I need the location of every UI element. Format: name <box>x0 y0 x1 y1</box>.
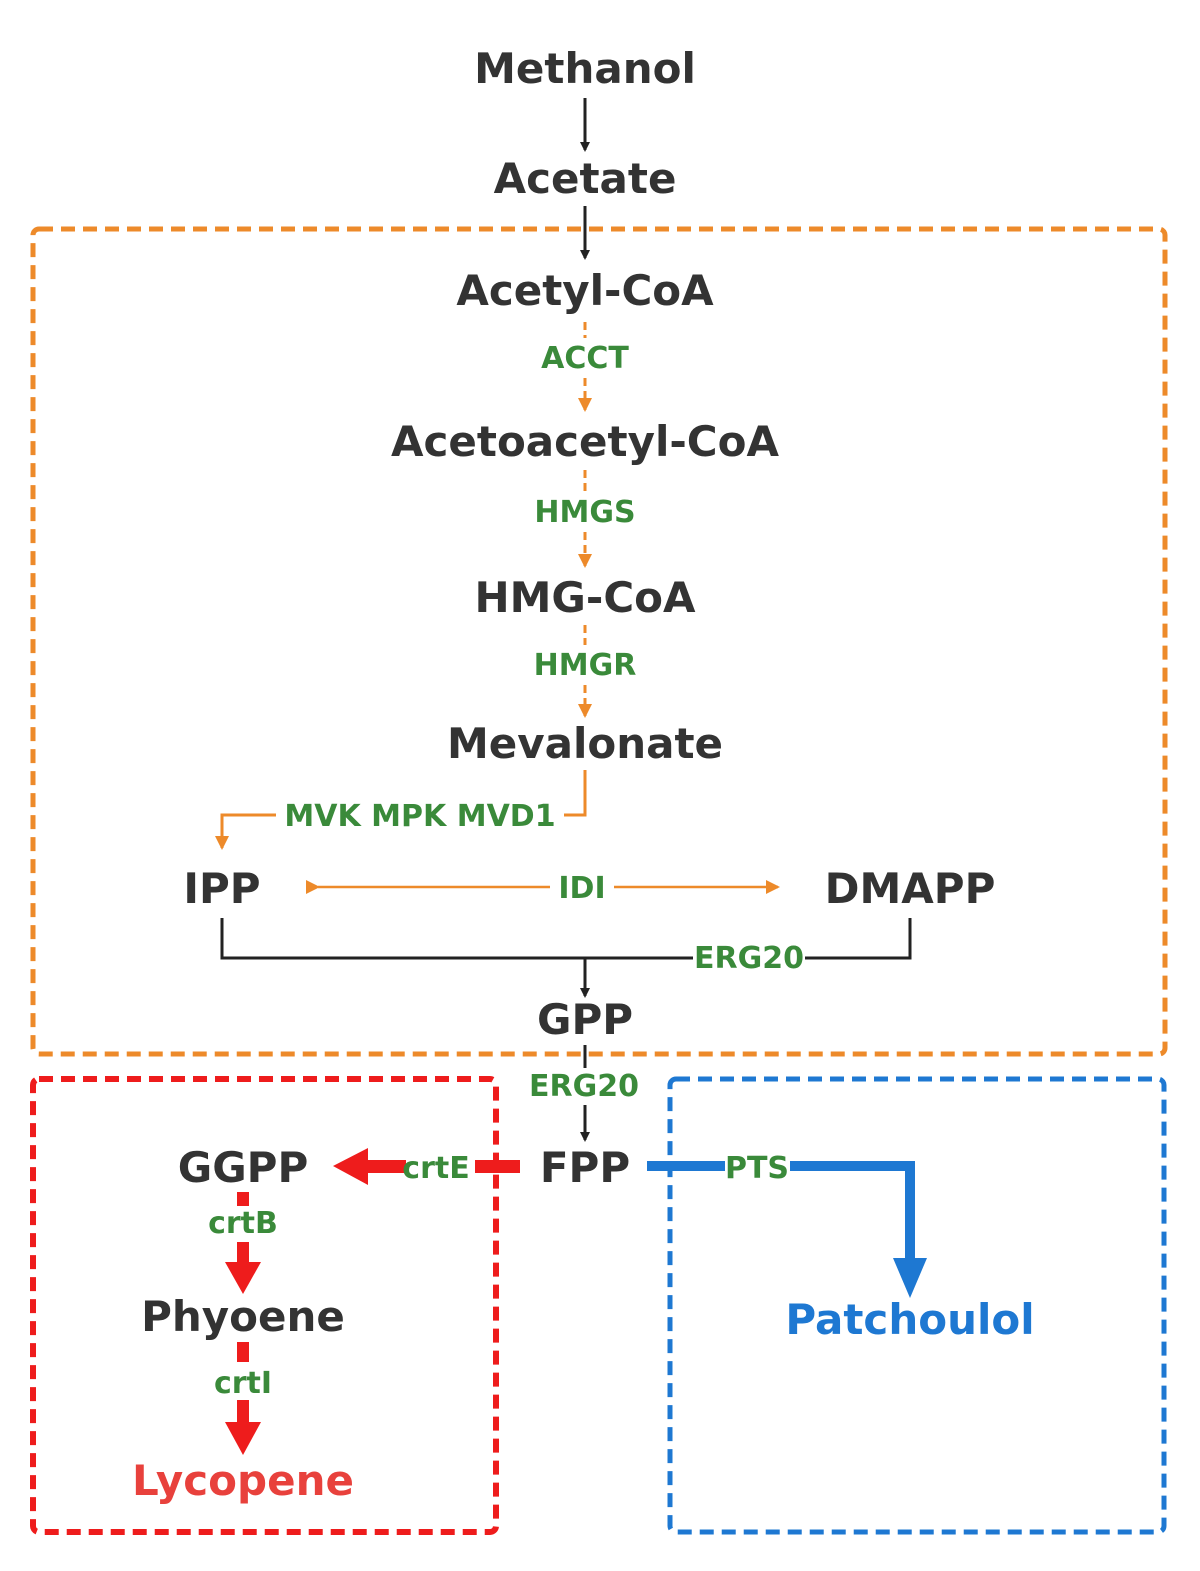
enzyme-crte: crtE <box>402 1151 469 1186</box>
enzyme-acct: ACCT <box>541 341 629 376</box>
label-acetoacetyl-coa: Acetoacetyl-CoA <box>391 417 780 466</box>
enzyme-erg20-b: ERG20 <box>529 1069 639 1104</box>
arrow-fpp-ggpp-stub <box>475 1160 520 1173</box>
lycopene-module-box <box>30 1076 499 1535</box>
arrow-ggpp-phyoene-stub <box>237 1192 249 1206</box>
label-ggpp: GGPP <box>178 1143 309 1192</box>
arrow-fpp-patchoulol-head <box>893 1258 927 1298</box>
enzyme-mvk-mpk-mvd1: MVK MPK MVD1 <box>284 799 555 834</box>
arrow-ggpp-phyoene-shaft <box>237 1242 249 1262</box>
label-ipp: IPP <box>183 864 260 913</box>
label-mevalonate: Mevalonate <box>447 719 723 768</box>
mva-module-box <box>30 226 1168 1057</box>
enzyme-mvk-bg <box>276 797 564 833</box>
enzyme-erg20-a: ERG20 <box>694 941 804 976</box>
label-gpp: GPP <box>537 995 633 1044</box>
enzyme-idi-bg <box>550 870 614 904</box>
label-acetate: Acetate <box>494 154 677 203</box>
enzyme-erg20-a-bg <box>693 940 805 976</box>
arrow-phyoene-lycopene-shaft <box>237 1400 249 1422</box>
label-methanol: Methanol <box>474 44 696 93</box>
arrow-phyoene-lycopene-head <box>225 1422 261 1455</box>
enzyme-idi: IDI <box>558 871 605 906</box>
arrow-phyoene-lycopene-stub <box>237 1342 249 1362</box>
label-fpp: FPP <box>540 1143 630 1192</box>
enzyme-crti: crtI <box>214 1366 272 1401</box>
label-acetyl-coa: Acetyl-CoA <box>456 266 714 315</box>
label-lycopene: Lycopene <box>132 1456 354 1505</box>
label-phyoene: Phyoene <box>141 1292 345 1341</box>
enzyme-erg20-b-bg <box>530 1068 638 1104</box>
enzyme-hmgs: HMGS <box>534 495 635 530</box>
enzyme-pts: PTS <box>725 1151 789 1186</box>
arrow-fpp-ggpp-head <box>333 1148 368 1185</box>
label-dmapp: DMAPP <box>825 864 996 913</box>
patchoulol-module-box <box>667 1076 1167 1535</box>
label-hmg-coa: HMG-CoA <box>474 573 696 622</box>
arrow-fpp-patchoulol-stub <box>647 1161 725 1171</box>
enzyme-hmgr: HMGR <box>534 648 637 683</box>
arrow-ipp-gpp-bracket <box>220 918 912 960</box>
arrow-ggpp-phyoene-head <box>225 1262 261 1294</box>
arrow-fpp-patchoulol-shaft <box>790 1161 915 1262</box>
enzyme-crtb: crtB <box>208 1206 278 1241</box>
arrow-fpp-ggpp-shaft <box>368 1160 406 1173</box>
label-patchoulol: Patchoulol <box>785 1295 1034 1344</box>
